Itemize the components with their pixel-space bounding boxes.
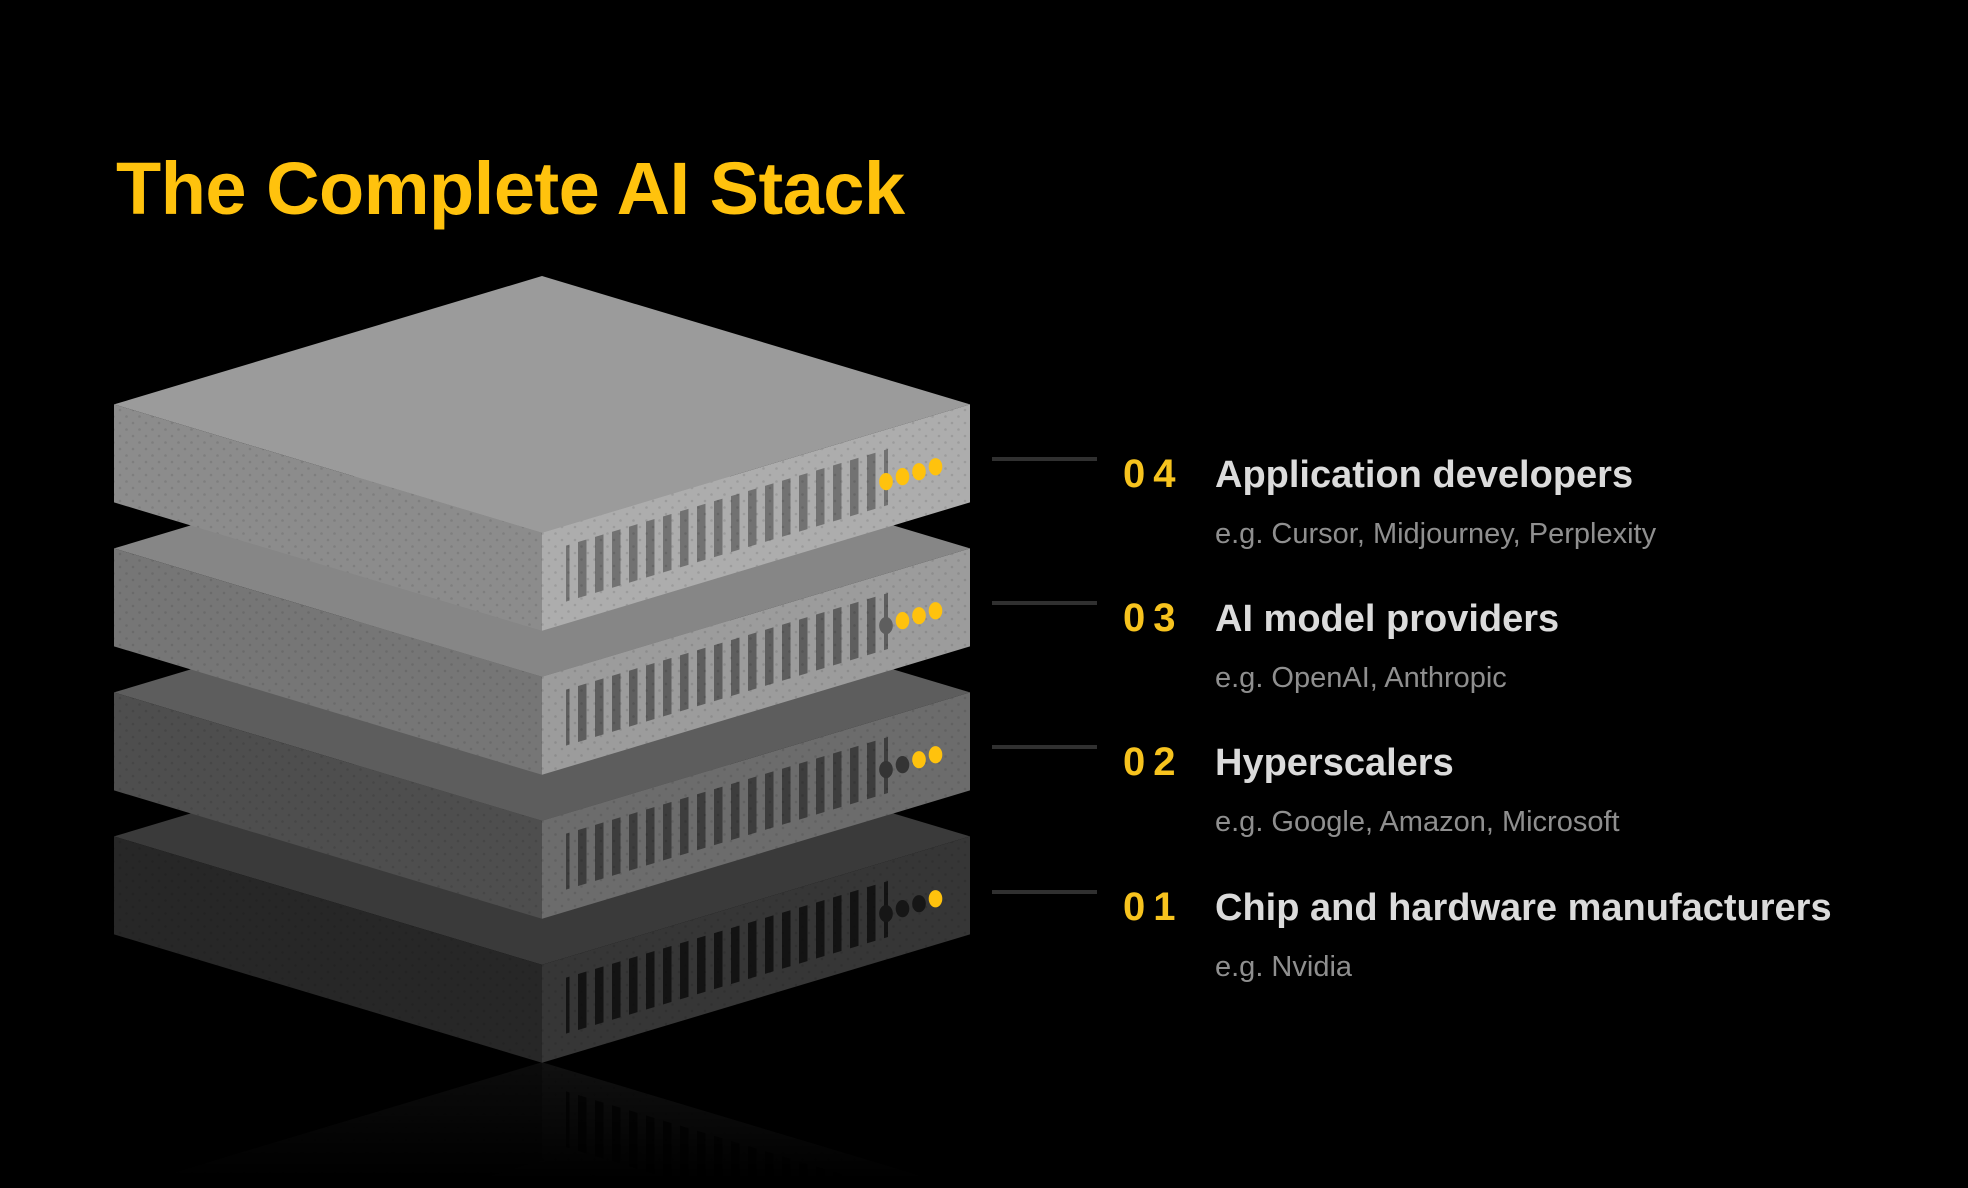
layer-number: 02 — [1123, 740, 1184, 784]
page-title: The Complete AI Stack — [116, 146, 905, 230]
layer-examples: e.g. Cursor, Midjourney, Perplexity — [1215, 518, 1657, 550]
layer-label: Hyperscalers — [1215, 742, 1454, 784]
layer-texts: 01 Chip and hardware manufacturers e.g. … — [1123, 885, 1832, 982]
layer-number: 04 — [1123, 452, 1184, 496]
layer-row-chip-manufacturers: 01 Chip and hardware manufacturers e.g. … — [992, 885, 1832, 982]
layer-number: 01 — [1123, 885, 1184, 929]
layer-headline: 04 Application developers — [1123, 452, 1656, 497]
layer-number: 03 — [1123, 596, 1184, 640]
layer-label: AI model providers — [1215, 598, 1560, 640]
layer-examples: e.g. Nvidia — [1215, 951, 1353, 983]
layer-headline: 03 AI model providers — [1123, 596, 1559, 641]
layer-headline: 02 Hyperscalers — [1123, 740, 1620, 785]
connector-line — [992, 457, 1097, 461]
layer-row-ai-model-providers: 03 AI model providers e.g. OpenAI, Anthr… — [992, 596, 1559, 693]
layer-texts: 04 Application developers e.g. Cursor, M… — [1123, 452, 1656, 549]
stack-reflection — [114, 1062, 970, 1188]
connector-line — [992, 890, 1097, 894]
layer-row-application-developers: 04 Application developers e.g. Cursor, M… — [992, 452, 1656, 549]
layer-examples: e.g. Google, Amazon, Microsoft — [1215, 806, 1620, 838]
connector-line — [992, 601, 1097, 605]
layer-texts: 03 AI model providers e.g. OpenAI, Anthr… — [1123, 596, 1559, 693]
layer-label: Application developers — [1215, 454, 1634, 496]
layer-label: Chip and hardware manufacturers — [1215, 887, 1832, 929]
layer-headline: 01 Chip and hardware manufacturers — [1123, 885, 1832, 930]
layer-texts: 02 Hyperscalers e.g. Google, Amazon, Mic… — [1123, 740, 1620, 837]
layer-row-hyperscalers: 02 Hyperscalers e.g. Google, Amazon, Mic… — [992, 740, 1620, 837]
connector-line — [992, 745, 1097, 749]
layer-examples: e.g. OpenAI, Anthropic — [1215, 662, 1507, 694]
